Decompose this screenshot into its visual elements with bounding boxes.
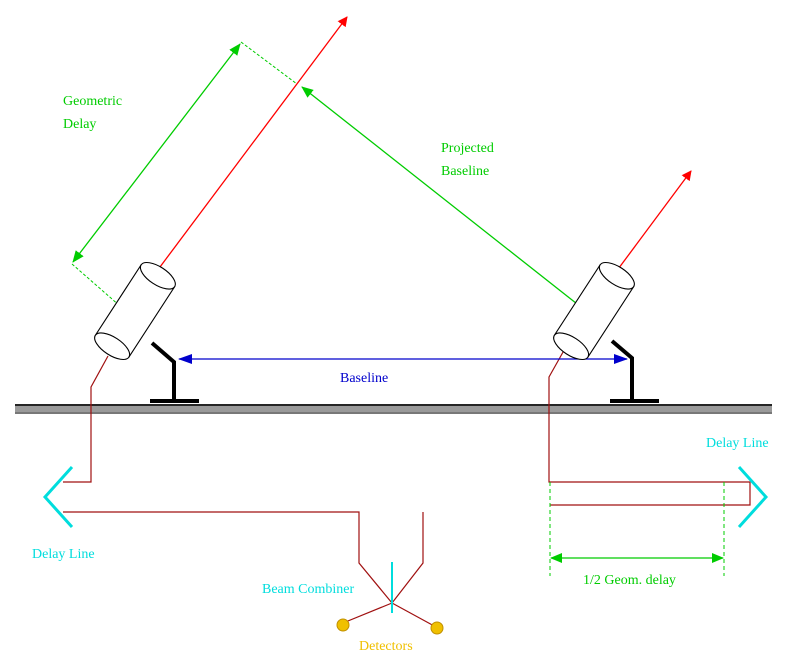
delay-line-mirror-left	[42, 465, 74, 529]
geometric-delay-arrow	[72, 43, 241, 263]
telescope-left	[94, 261, 199, 403]
ground	[15, 404, 772, 414]
label-half-geom-delay: 1/2 Geom. delay	[583, 573, 676, 588]
label-geometric: Geometric	[63, 94, 122, 109]
delay-line-mirror-right	[737, 465, 769, 529]
label-delay-line-right: Delay Line	[706, 436, 769, 451]
telescope-left-mount	[150, 341, 199, 403]
label-delay-line-left: Delay Line	[32, 547, 95, 562]
label-beam-combiner: Beam Combiner	[262, 582, 354, 597]
label-detectors: Detectors	[359, 639, 413, 654]
label-baseline: Baseline	[340, 371, 388, 386]
label-projected-baseline: Baseline	[441, 164, 489, 179]
projected-baseline-arrow	[301, 86, 587, 312]
label-projected: Projected	[441, 141, 494, 156]
light-path	[63, 344, 751, 628]
detector-right	[430, 621, 444, 635]
telescope-right	[553, 261, 659, 403]
detectors	[336, 618, 444, 635]
detector-left	[336, 618, 350, 632]
label-delay: Delay	[63, 117, 96, 132]
geometry-lines	[71, 41, 725, 576]
telescope-right-mount	[610, 339, 659, 403]
